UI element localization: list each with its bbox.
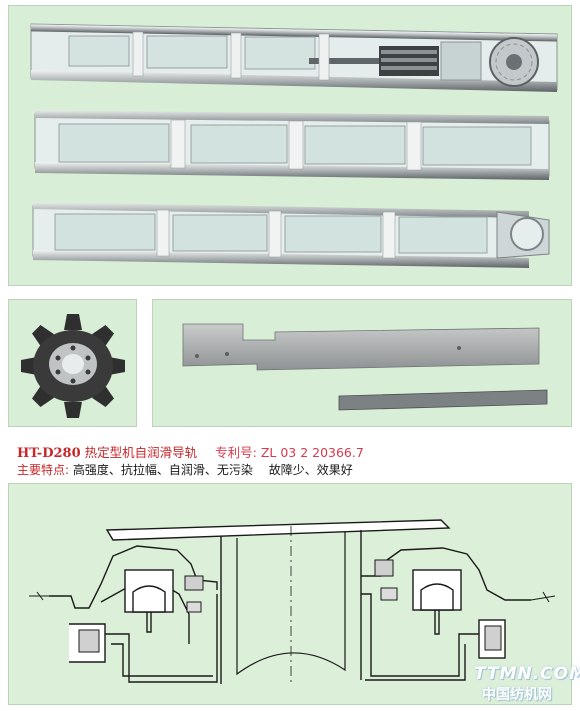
rail-photo-panel — [8, 5, 572, 286]
left-bearing-assembly — [29, 545, 218, 683]
slide-strip-photo-panel — [152, 299, 572, 427]
rail-assembly-3 — [32, 202, 550, 268]
features-line: 主要特点: 高强度、抗拉幅、自润滑、无污染 故障少、效果好 — [17, 461, 353, 478]
sprocket-gear-illustration — [21, 314, 125, 418]
spring-pack — [379, 46, 439, 76]
model-number: HT-D280 — [17, 446, 81, 461]
rail-assemblies-illustration — [30, 23, 558, 268]
rail-assembly-2 — [34, 110, 550, 180]
features-text-a: 高强度、抗拉幅、自润滑、无污染 — [72, 463, 253, 477]
product-name: 热定型机自润滑导轨 — [84, 445, 198, 460]
slide-strip-illustration — [182, 323, 548, 411]
cross-section-drawing — [29, 519, 556, 684]
cross-section-drawing-panel — [8, 483, 572, 705]
end-ring-plate — [496, 211, 550, 259]
patent-label: 专利号: — [215, 445, 257, 460]
watermark-site-name: 中国纺机网 — [482, 687, 552, 703]
patent-number: ZL 03 2 20366.7 — [260, 445, 364, 460]
features-text-b: 故障少、效果好 — [268, 463, 353, 477]
sprocket-wheel — [489, 37, 539, 87]
sprocket-photo-panel — [8, 299, 137, 427]
rail-assembly-1 — [30, 23, 558, 92]
right-bearing-assembly — [361, 547, 556, 681]
watermark-site: TTMN.COM — [474, 664, 580, 684]
product-title-line: HT-D280 热定型机自润滑导轨 专利号: ZL 03 2 20366.7 — [17, 442, 364, 461]
features-label: 主要特点: — [17, 463, 70, 477]
